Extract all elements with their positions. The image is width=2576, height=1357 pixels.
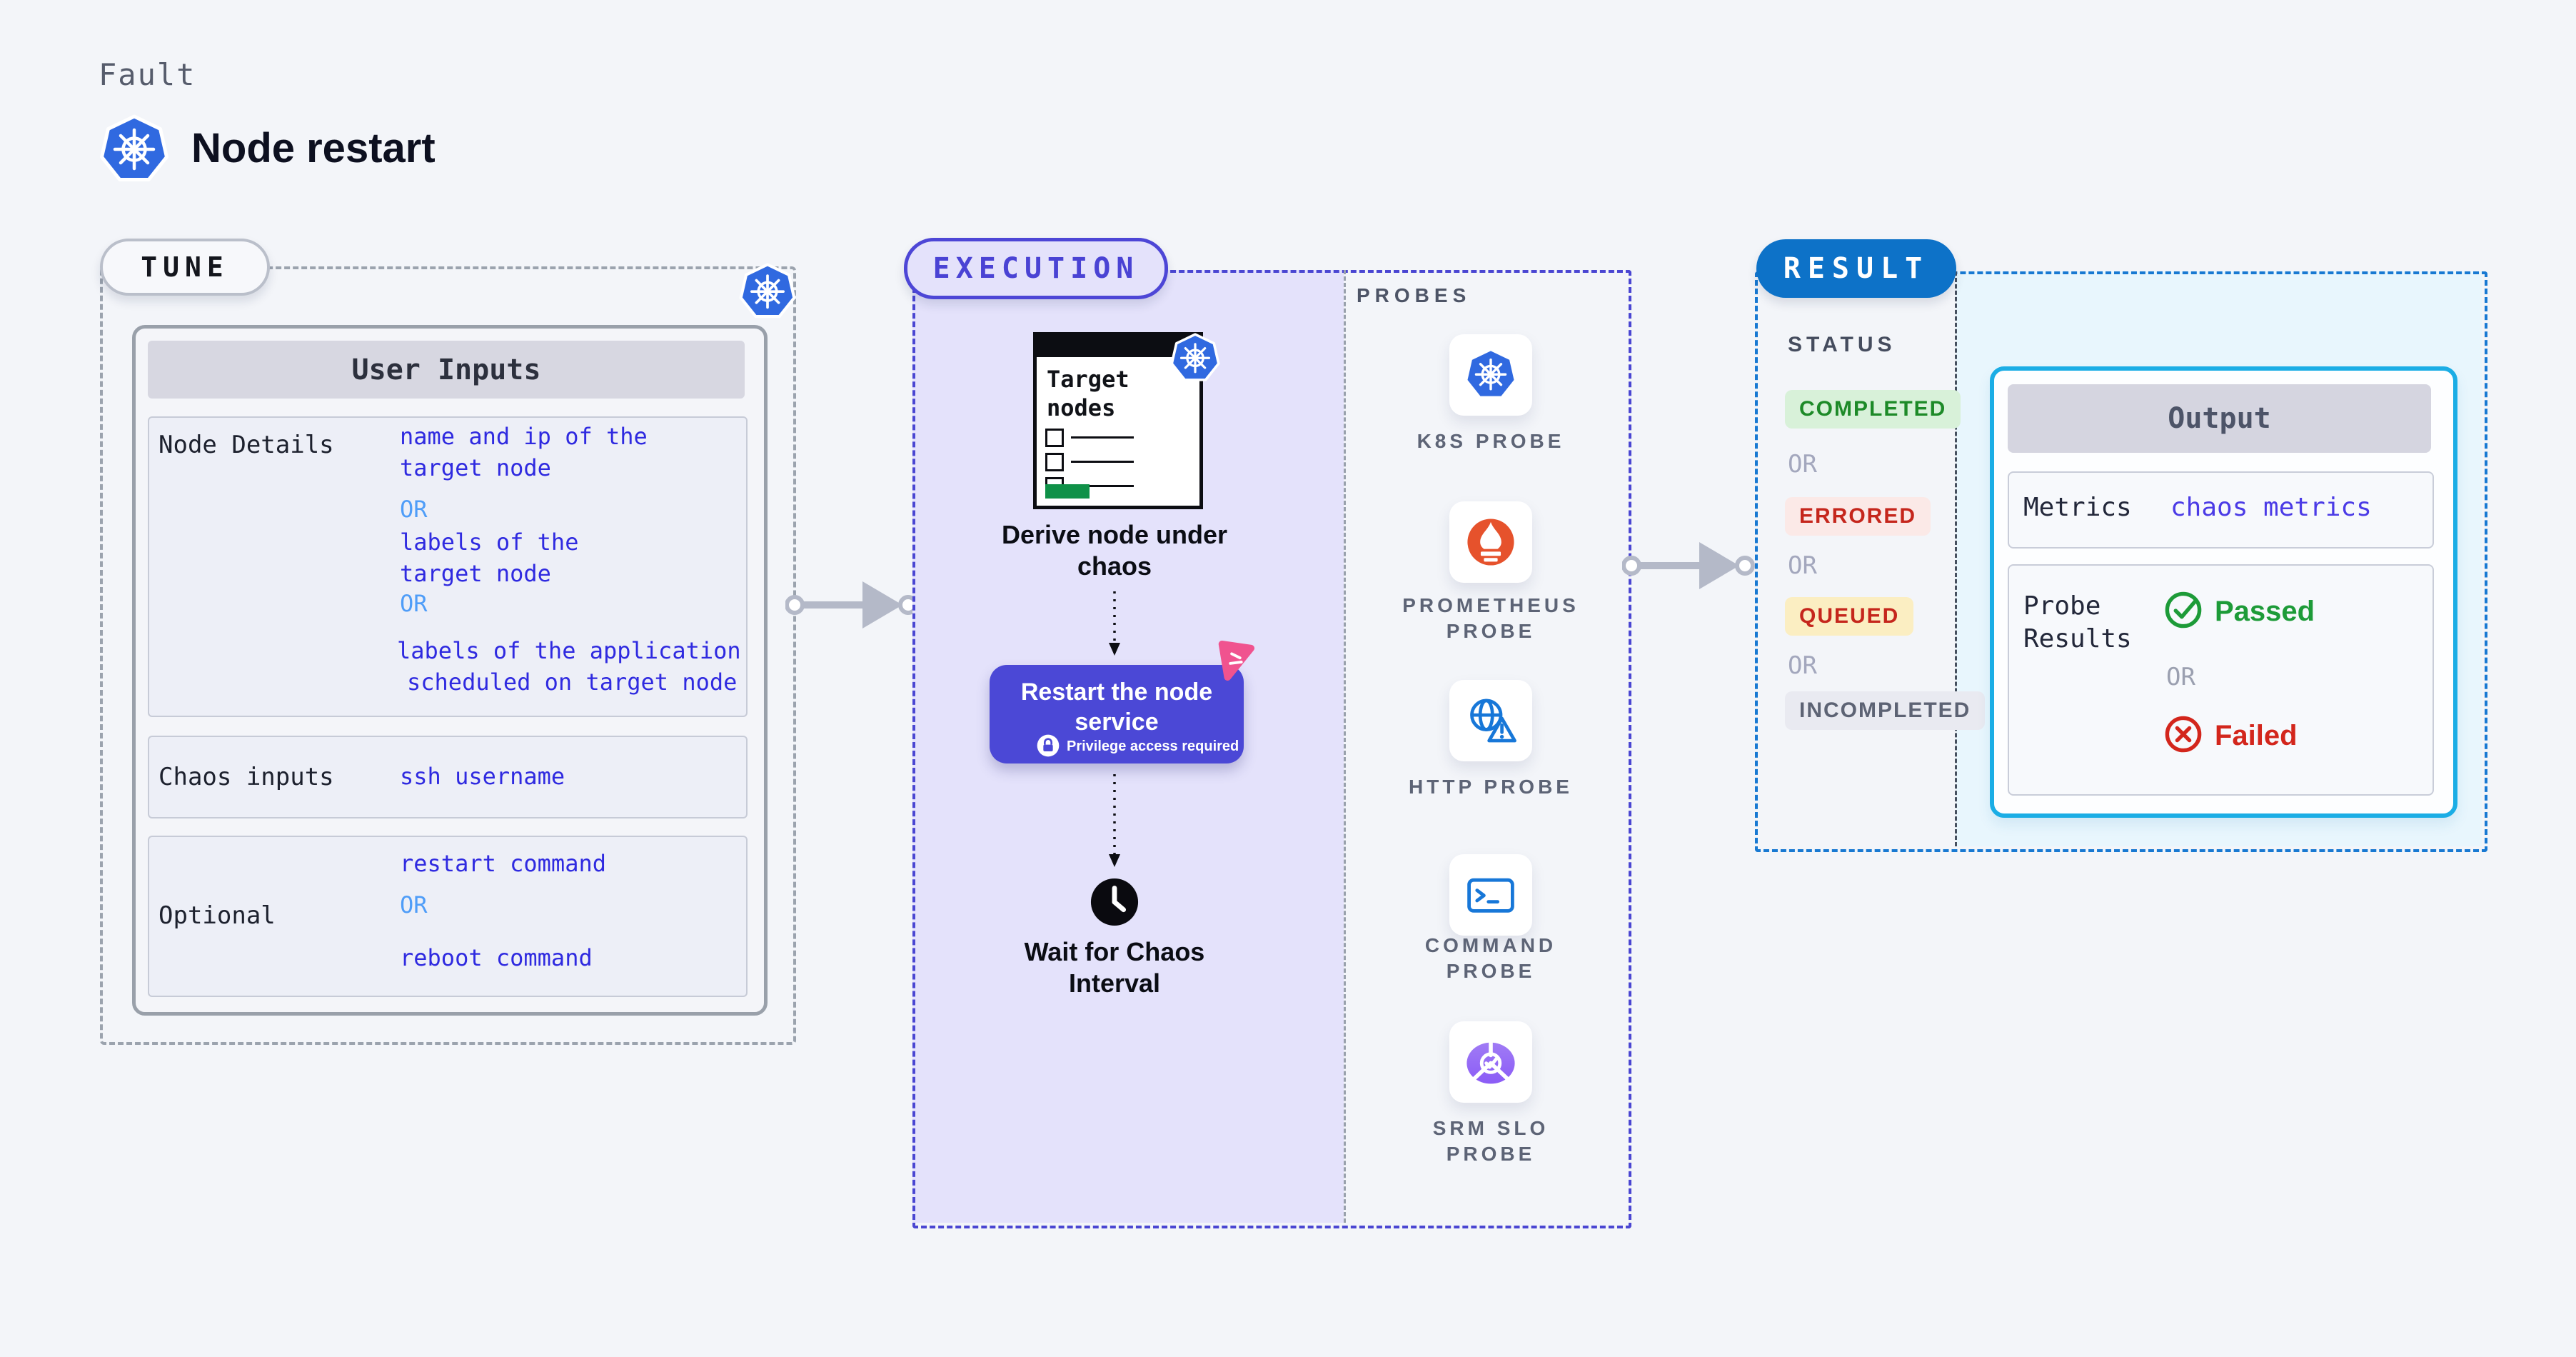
execution-tag: EXECUTION — [904, 238, 1168, 299]
x-circle-icon — [2163, 714, 2203, 754]
globe-alert-icon — [1463, 693, 1519, 748]
clock-icon — [1090, 877, 1139, 927]
list-line — [1071, 485, 1134, 487]
kubernetes-icon — [1464, 348, 1518, 402]
probes-label: PROBES — [1357, 284, 1471, 306]
metrics-label: Metrics — [2023, 493, 2132, 522]
row-label: Node Details — [159, 431, 334, 459]
row-value: labels of the application — [397, 637, 741, 664]
probe-results-label-line2: Results — [2023, 624, 2132, 654]
row-label: Chaos inputs — [159, 763, 334, 791]
status-badge-errored: ERRORED — [1785, 497, 1931, 536]
row-value: target node — [400, 454, 551, 481]
step-wait-line1: Wait for Chaos — [1024, 937, 1205, 966]
passed-text: Passed — [2215, 596, 2315, 627]
failed-text: Failed — [2215, 720, 2298, 751]
checkbox-icon — [1045, 429, 1064, 447]
restart-step-line2: service — [1075, 708, 1159, 736]
execution-probes-divider — [1344, 270, 1346, 1223]
kubernetes-icon — [1169, 333, 1221, 384]
output-metrics-row — [2008, 471, 2434, 549]
or-separator: OR — [1788, 551, 1817, 580]
metrics-value: chaos metrics — [2170, 493, 2372, 522]
probe-label: COMMAND PROBE — [1424, 934, 1557, 982]
status-label: STATUS — [1788, 333, 1896, 356]
kubernetes-icon — [738, 263, 797, 321]
row-value: name and ip of the — [400, 423, 648, 450]
or-separator: OR — [1788, 651, 1817, 680]
probe-card-k8s — [1449, 334, 1532, 416]
row-value: scheduled on target node — [407, 669, 738, 696]
row-value: reboot command — [400, 944, 593, 971]
row-value: target node — [400, 560, 551, 587]
target-card-title-line1: Target — [1047, 366, 1129, 393]
litmus-icon — [1214, 640, 1255, 681]
fault-eyebrow: Fault — [99, 57, 196, 92]
probe-card-command — [1449, 854, 1532, 936]
output-header: Output — [2008, 384, 2431, 453]
target-card-topbar — [1037, 336, 1199, 357]
flow-arrow-execution-to-result — [1622, 542, 1755, 589]
probe-card-prometheus — [1449, 501, 1532, 583]
step-derive-line1: Derive node under — [1001, 520, 1228, 549]
list-line — [1071, 436, 1134, 439]
tune-tag: TUNE — [100, 239, 270, 296]
step-wait-line2: Interval — [1068, 968, 1161, 998]
check-circle-icon — [2163, 590, 2203, 630]
or-separator: OR — [400, 590, 428, 617]
status-badge-incompleted: INCOMPLETED — [1785, 691, 1986, 730]
tune-section-box — [100, 266, 796, 1045]
table-row-node-details — [148, 416, 748, 717]
probe-label: PROMETHEUS PROBE — [1402, 594, 1579, 642]
probe-card-http — [1449, 680, 1532, 761]
prometheus-icon — [1464, 516, 1517, 569]
row-value: restart command — [400, 850, 606, 877]
flow-arrow-tune-to-execution — [785, 581, 918, 629]
target-card-title-line2: nodes — [1047, 394, 1116, 421]
or-separator: OR — [400, 496, 428, 523]
row-value: labels of the — [400, 529, 579, 556]
row-value: ssh username — [400, 763, 565, 790]
status-badge-queued: QUEUED — [1785, 597, 1914, 636]
status-output-divider — [1955, 271, 1957, 846]
probe-results-label-line1: Probe — [2023, 591, 2101, 621]
checkbox-icon — [1045, 453, 1064, 471]
probe-label: SRM SLO PROBE — [1432, 1117, 1549, 1165]
slo-gauge-icon — [1462, 1033, 1519, 1091]
output-probe-results-row — [2008, 564, 2434, 796]
execution-section-box — [912, 270, 1631, 1228]
or-separator: OR — [400, 891, 428, 918]
result-tag: RESULT — [1756, 239, 1956, 298]
or-separator: OR — [2166, 663, 2195, 691]
down-dotted-arrow — [1109, 591, 1120, 656]
result-section-box — [1755, 271, 2487, 852]
page-title: Node restart — [191, 125, 436, 171]
restart-node-service-step — [990, 665, 1244, 763]
restart-step-line1: Restart the node — [1020, 678, 1213, 706]
probe-label: HTTP PROBE — [1409, 776, 1573, 798]
table-row-chaos-inputs — [148, 736, 748, 818]
probe-card-srm-slo — [1449, 1021, 1532, 1103]
kubernetes-icon — [99, 114, 170, 186]
down-dotted-arrow — [1109, 774, 1120, 867]
row-label: Optional — [159, 901, 276, 930]
user-inputs-header: User Inputs — [148, 341, 745, 399]
terminal-icon — [1462, 866, 1519, 923]
or-separator: OR — [1788, 450, 1817, 479]
list-line — [1071, 461, 1134, 463]
table-row-optional — [148, 836, 748, 997]
probe-label: K8S PROBE — [1417, 430, 1565, 452]
step-derive-line2: chaos — [1077, 551, 1152, 581]
lock-icon — [1037, 734, 1060, 757]
progress-bar — [1045, 484, 1090, 499]
privilege-note: Privilege access required — [1067, 738, 1239, 754]
status-badge-completed: COMPLETED — [1785, 390, 1961, 429]
